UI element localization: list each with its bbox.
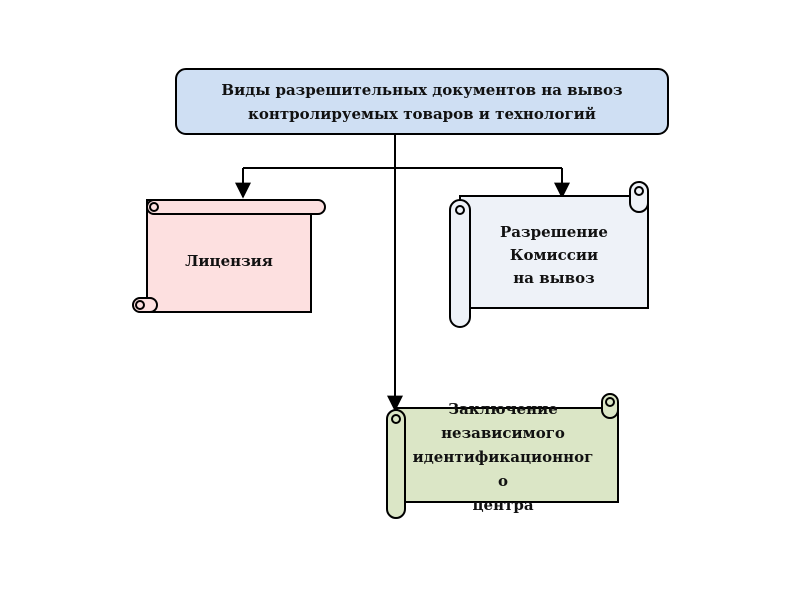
license-scroll bbox=[132, 199, 326, 313]
conclusion-line-2: независимого bbox=[441, 424, 565, 442]
permission-line-1: Разрешение bbox=[500, 223, 608, 241]
conclusion-scroll bbox=[386, 393, 619, 519]
conclusion-line-4: о bbox=[497, 472, 508, 490]
license-label: Лицензия bbox=[185, 252, 273, 270]
permission-line-2: Комиссии bbox=[509, 246, 599, 264]
title-line-2: контролируемых товаров и технологий bbox=[248, 105, 596, 123]
conclusion-line-5: центра bbox=[472, 496, 534, 514]
branch-line bbox=[243, 134, 562, 169]
connectors bbox=[235, 134, 570, 412]
permission-line-3: на вывоз bbox=[513, 269, 595, 287]
conclusion-line-1: Заключение bbox=[448, 400, 558, 418]
permission-scroll bbox=[449, 181, 649, 328]
title-box bbox=[175, 68, 669, 135]
conclusion-line-3: идентификационног bbox=[412, 448, 594, 466]
title-line-1: Виды разрешительных документов на вывоз bbox=[221, 81, 623, 99]
